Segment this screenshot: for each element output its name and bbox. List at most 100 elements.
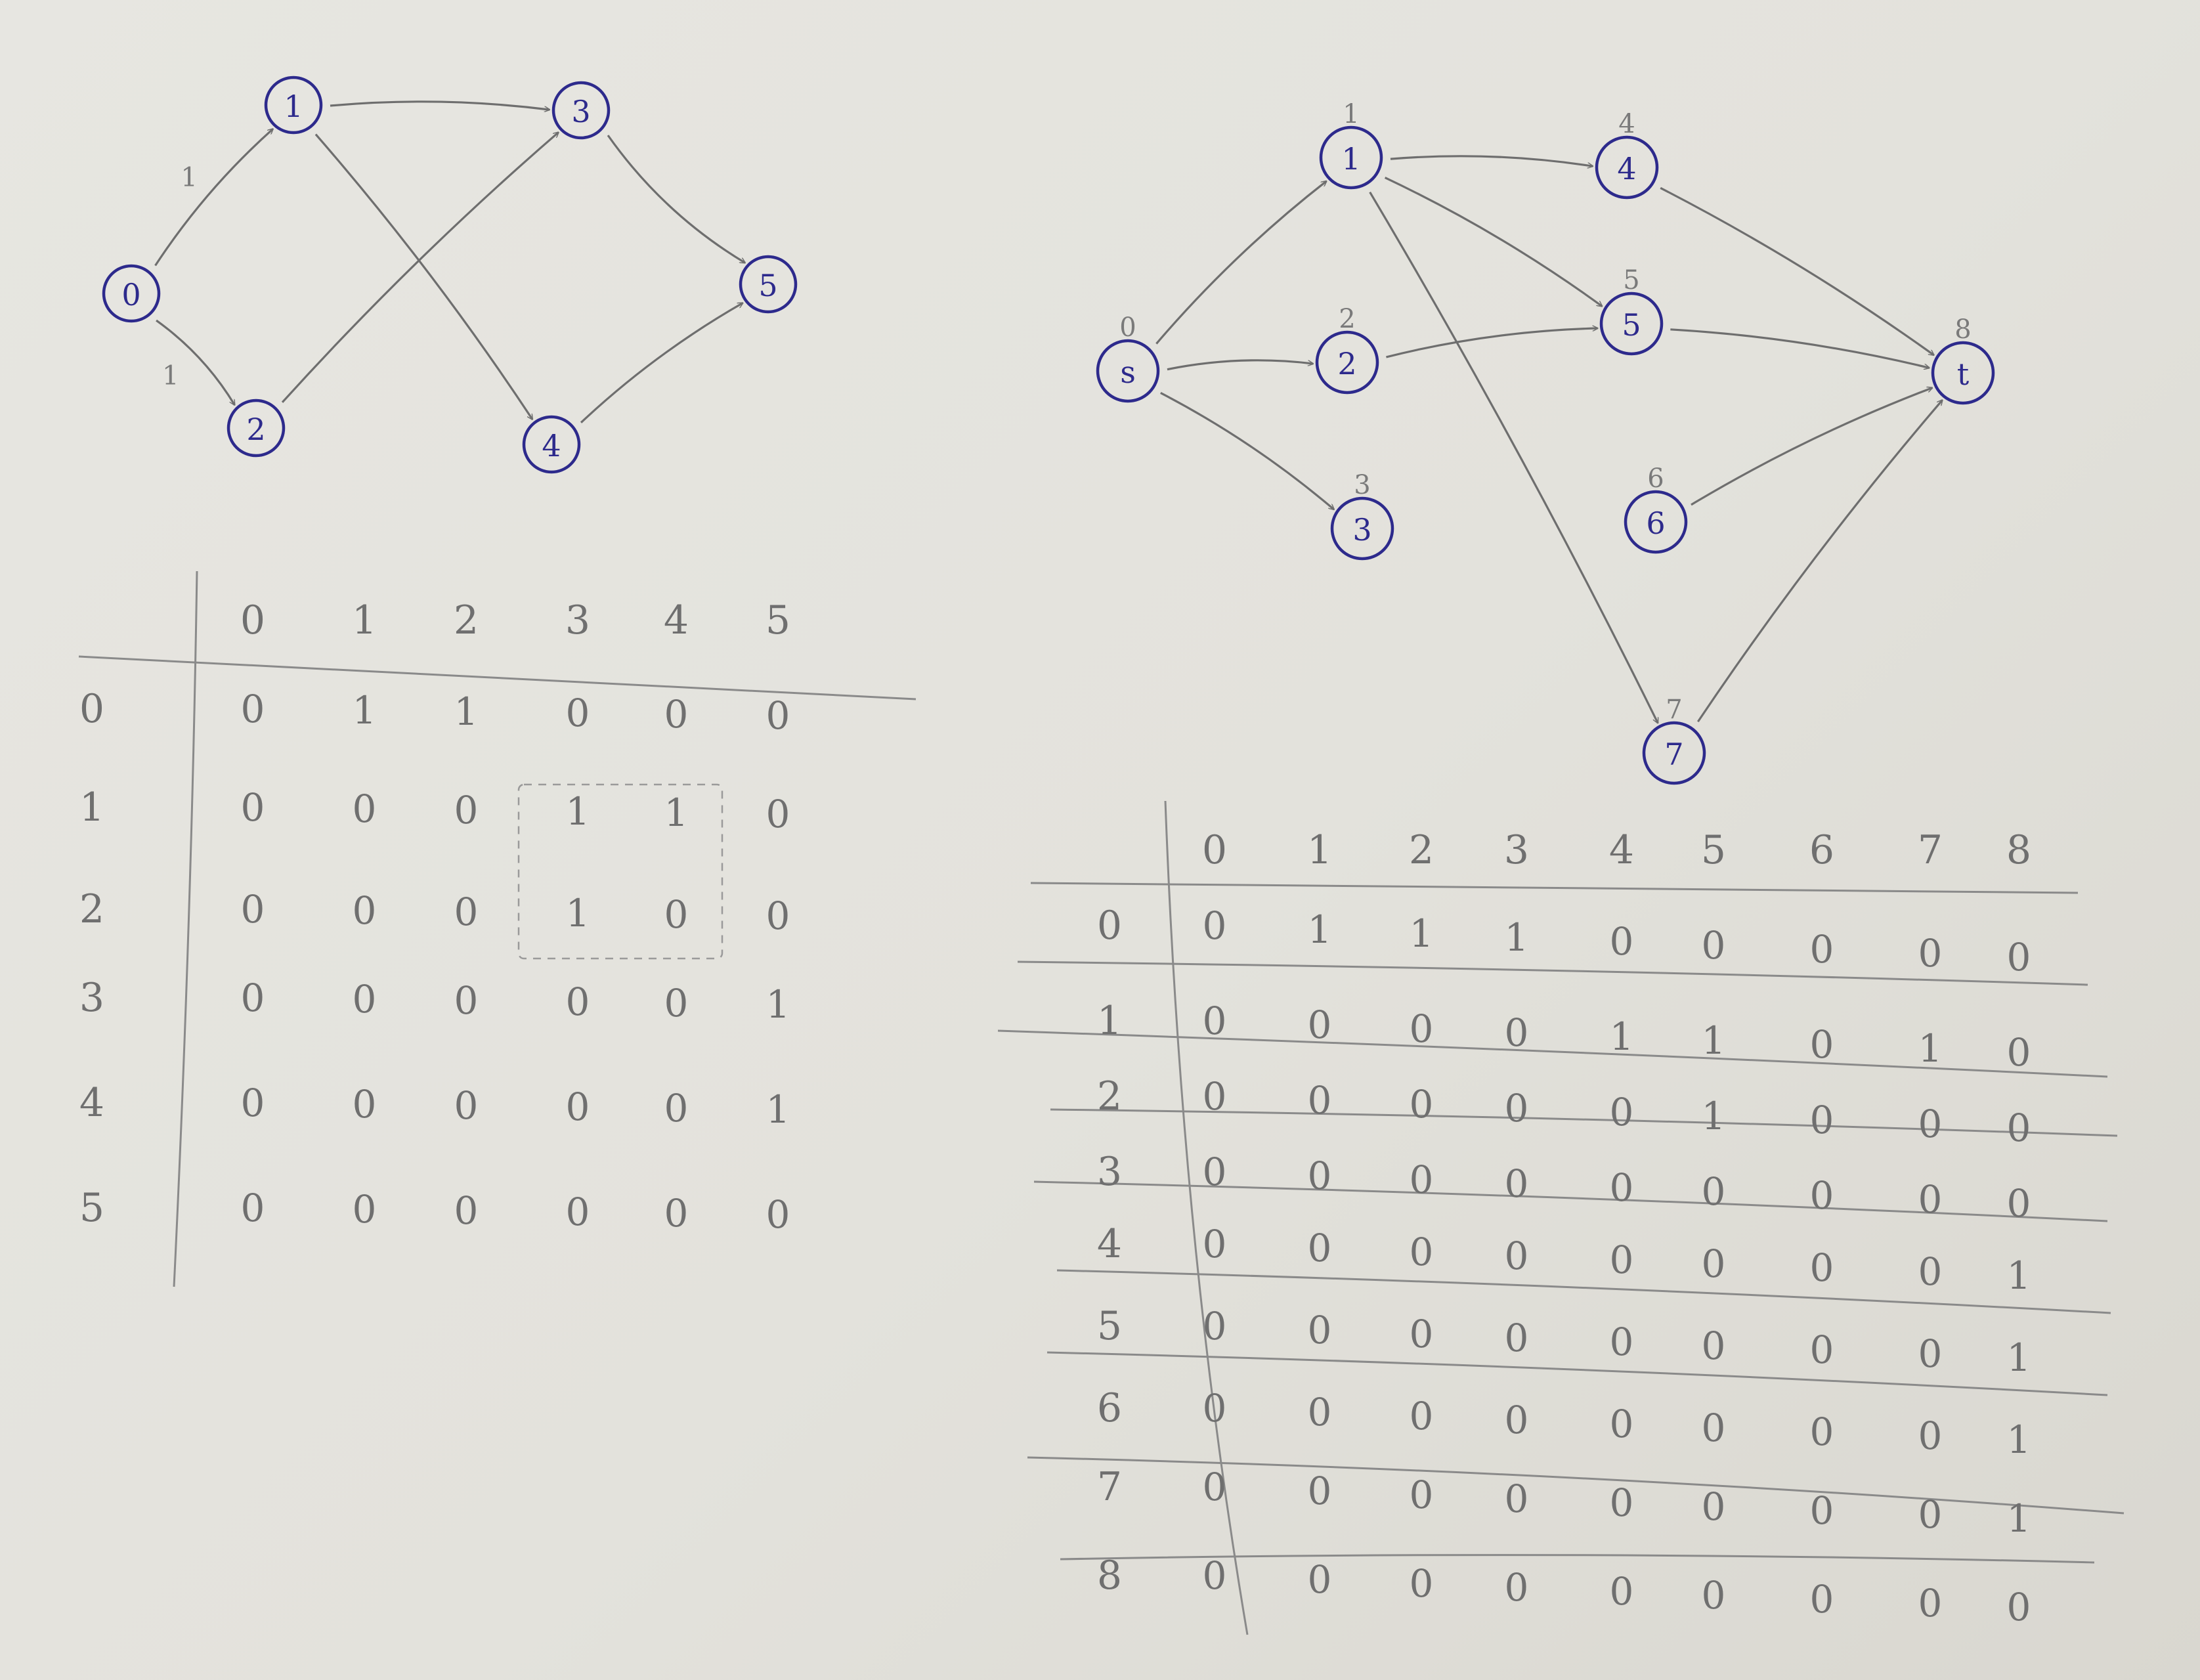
matrix-cell: 0 (2007, 935, 2031, 980)
matrix-cell: 0 (1410, 1561, 1434, 1606)
node-right-8-label: t (1957, 356, 1970, 392)
matrix-cell: 0 (1505, 1010, 1529, 1055)
matrix-cell: 0 (1203, 1386, 1227, 1431)
matrix-cell: 0 (766, 792, 790, 836)
matrix-cell: 0 (1505, 1398, 1529, 1442)
matrix-row-rule (1060, 1554, 2095, 1564)
matrix-cell: 0 (1918, 1413, 1943, 1458)
matrix-row-rule (997, 1029, 2108, 1078)
edge-left-1-3 (330, 100, 550, 110)
matrix-col-header: 3 (565, 597, 590, 643)
matrix-cell: 0 (1203, 903, 1227, 948)
matrix-cell: 0 (1610, 1238, 1634, 1282)
edge-right-0-1 (1155, 181, 1326, 345)
matrix-cell: 0 (1308, 1390, 1332, 1434)
highlight-dashed-box (517, 783, 723, 960)
matrix-cell: 0 (1810, 1245, 1834, 1290)
node-right-8-index: 8 (1954, 314, 1971, 345)
matrix-cell: 0 (454, 788, 479, 832)
matrix-row-header: 0 (1097, 903, 1122, 949)
node-right-1-circle (1319, 125, 1383, 190)
matrix-cell: 0 (1610, 1480, 1634, 1525)
matrix-header-rule (78, 655, 917, 700)
matrix-cell: 0 (566, 691, 590, 735)
matrix-cell: 0 (1308, 1557, 1332, 1602)
matrix-row-rule (1056, 1269, 2111, 1314)
node-right-5-circle (1599, 291, 1664, 356)
matrix-cell: 0 (664, 692, 689, 737)
matrix-col-header: 1 (1307, 827, 1332, 873)
matrix-col-header: 0 (1202, 827, 1227, 873)
edge-right-2-5 (1386, 328, 1597, 358)
edge-right-6-8 (1691, 388, 1932, 506)
node-right-7-label: 7 (1664, 737, 1683, 772)
matrix-row-rule (1046, 1351, 2108, 1396)
matrix-cell: 0 (1918, 1249, 1943, 1294)
node-right-1-index: 1 (1343, 99, 1359, 129)
matrix-col-header: 5 (1701, 827, 1726, 873)
matrix-cell: 0 (1308, 1002, 1332, 1047)
matrix-cell: 0 (1810, 1488, 1834, 1533)
matrix-cell: 0 (1810, 1577, 1834, 1622)
matrix-row-header: 6 (1097, 1385, 1122, 1431)
matrix-cell: 0 (1203, 1553, 1227, 1598)
matrix-cell: 0 (1918, 931, 1943, 976)
matrix-col-header: 1 (352, 597, 377, 643)
matrix-cell: 0 (1505, 1476, 1529, 1521)
node-right-3-index: 3 (1354, 470, 1370, 500)
matrix-cell: 0 (1410, 1312, 1434, 1356)
matrix-cell: 0 (353, 888, 377, 933)
matrix-cell: 0 (1918, 1177, 1943, 1222)
matrix-cell: 0 (1918, 1581, 1943, 1626)
matrix-cell: 0 (241, 785, 265, 830)
matrix-cell: 0 (664, 892, 689, 937)
matrix-cell: 0 (1810, 1173, 1834, 1218)
node-right-0-label: s (1120, 355, 1136, 390)
matrix-cell: 1 (2007, 1253, 2031, 1298)
matrix-row-header: 1 (1097, 998, 1122, 1044)
edge-left-3-5 (607, 135, 745, 264)
matrix-cell: 0 (1610, 919, 1634, 964)
node-right-5-index: 5 (1623, 265, 1639, 295)
matrix-col-header: 4 (1609, 827, 1634, 873)
node-right-2-label: 2 (1337, 346, 1356, 381)
matrix-col-header: 0 (240, 597, 265, 643)
matrix-cell: 1 (566, 891, 590, 936)
edge-right-0-3 (1160, 392, 1334, 509)
matrix-cell: 0 (1810, 1098, 1834, 1142)
matrix-cell: 1 (1610, 1014, 1634, 1059)
matrix-row-rule (1033, 1180, 2108, 1222)
matrix-row-header: 4 (79, 1080, 104, 1126)
node-right-6-index: 6 (1647, 463, 1664, 494)
edge-right-5-8 (1670, 328, 1929, 368)
matrix-cell: 0 (353, 977, 377, 1022)
matrix-cell: 0 (1505, 1086, 1529, 1131)
edge-weight-label: 1 (162, 360, 179, 391)
matrix-cell: 0 (2007, 1030, 2031, 1075)
matrix-col-header: 4 (664, 597, 689, 643)
matrix-cell: 0 (566, 980, 590, 1024)
matrix-cell: 0 (241, 1081, 265, 1125)
edge-left-0-1 (154, 129, 273, 267)
matrix-cell: 0 (2007, 1106, 2031, 1150)
node-right-1-label: 1 (1341, 141, 1360, 177)
matrix-cell: 0 (566, 1085, 590, 1129)
node-right-7-index: 7 (1666, 695, 1682, 725)
matrix-row-rule (1027, 1456, 2125, 1515)
edge-right-0-2 (1167, 359, 1313, 371)
node-right-4-circle (1595, 135, 1659, 200)
matrix-col-header: 7 (1918, 827, 1943, 873)
matrix-cell: 0 (1918, 1102, 1943, 1146)
matrix-cell: 0 (1610, 1320, 1634, 1364)
edge-left-0-2 (156, 319, 236, 405)
matrix-cell: 0 (1610, 1090, 1634, 1134)
matrix-cell: 0 (1810, 927, 1834, 972)
edge-left-4-5 (580, 302, 743, 423)
node-left-2-circle (226, 398, 286, 458)
node-left-1-label: 1 (284, 89, 303, 124)
matrix-cell: 1 (1505, 915, 1529, 960)
node-left-4-label: 4 (542, 428, 561, 463)
